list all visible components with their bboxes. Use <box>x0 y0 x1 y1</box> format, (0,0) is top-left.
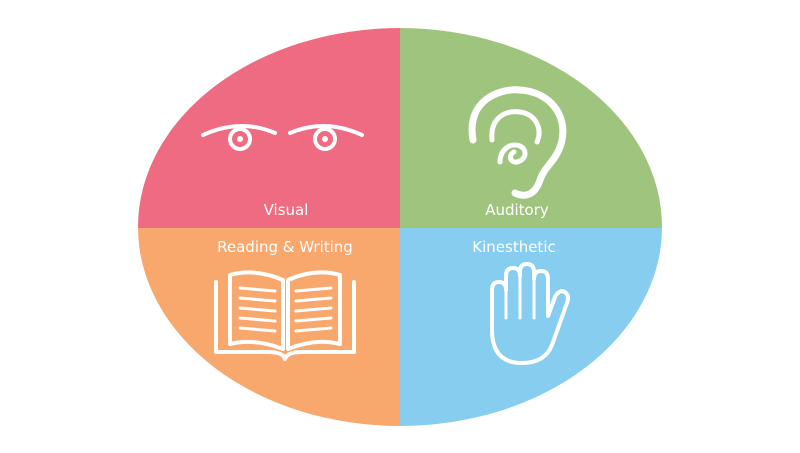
label-auditory: Auditory <box>485 201 549 219</box>
hand-icon <box>490 262 571 365</box>
label-visual: Visual <box>264 201 309 219</box>
open-book-icon <box>214 270 356 361</box>
quadrant-visual <box>138 28 400 228</box>
ear-icon <box>468 86 567 199</box>
label-kinesthetic: Kinesthetic <box>472 238 555 256</box>
quadrant-auditory <box>400 28 662 228</box>
eyes-icon <box>201 123 364 151</box>
quadrant-kinesthetic <box>400 228 662 426</box>
quadrant-reading-writing <box>138 228 400 426</box>
label-reading-writing: Reading & Writing <box>217 238 353 256</box>
